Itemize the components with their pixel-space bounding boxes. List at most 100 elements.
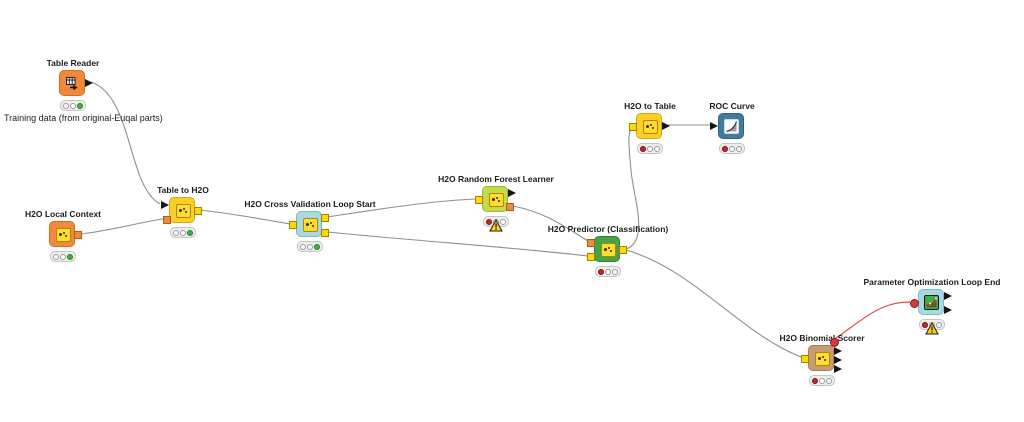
node-label: H2O Predictor (Classification): [547, 224, 669, 234]
node-table-reader[interactable]: Table Reader: [47, 58, 99, 111]
traffic-red: [812, 377, 818, 384]
workflow-annotation[interactable]: Training data (from original-Euqal parts…: [4, 113, 163, 123]
traffic-yellow: [605, 268, 611, 275]
status-traffic-light: [809, 375, 835, 386]
wire-local-context-to-table-to-h2o[interactable]: [80, 218, 164, 235]
traffic-green: [67, 253, 73, 260]
h2o-logo-icon: [303, 218, 318, 232]
traffic-green: [736, 145, 742, 152]
h2o-logo-icon: [176, 204, 191, 218]
node-table-to-h2o[interactable]: Table to H2O: [157, 185, 209, 238]
wire-binomial-scorer-to-loop-end[interactable]: [832, 301, 911, 341]
h2o-logo-icon: [601, 243, 616, 257]
port-output-all-parameters[interactable]: [944, 306, 952, 314]
status-traffic-light: [637, 143, 663, 154]
traffic-yellow: [647, 145, 653, 152]
roc-curve-icon: [724, 119, 739, 134]
h2o-logo-icon: [643, 120, 658, 134]
wire-table-reader-to-table-to-h2o[interactable]: [90, 81, 161, 205]
port-input-h2o-context[interactable]: [163, 216, 171, 224]
traffic-green: [654, 145, 660, 152]
port-output-data[interactable]: [85, 79, 93, 87]
status-traffic-light: [170, 227, 196, 238]
traffic-yellow: [180, 229, 186, 236]
status-traffic-light: [595, 266, 621, 277]
port-input-h2o-frame[interactable]: [587, 253, 595, 261]
table-export-icon: [66, 77, 78, 91]
traffic-green: [936, 321, 942, 328]
port-input-data[interactable]: [710, 122, 718, 130]
port-input-data[interactable]: [161, 201, 169, 209]
wire-predictor-to-binomial-scorer[interactable]: [625, 249, 802, 358]
port-input-flow-variable[interactable]: [910, 299, 919, 308]
port-input-h2o-frame[interactable]: [289, 221, 297, 229]
port-output-h2o-model[interactable]: [506, 203, 514, 211]
node-label: Table to H2O: [157, 185, 209, 195]
node-label: H2O Cross Validation Loop Start: [244, 199, 376, 209]
status-traffic-light: [297, 241, 323, 252]
port-output-data-2[interactable]: [834, 356, 842, 364]
node-h2o-cross-validation-loop-start[interactable]: H2O Cross Validation Loop Start: [244, 199, 376, 252]
port-output-data[interactable]: [662, 122, 670, 130]
traffic-green: [314, 243, 320, 250]
node-label: H2O to Table: [624, 101, 676, 111]
traffic-red: [598, 268, 604, 275]
wire-cross-validation-to-forest-learner[interactable]: [326, 198, 477, 218]
wire-forest-learner-to-predictor[interactable]: [512, 205, 589, 242]
status-traffic-light: [50, 251, 76, 262]
status-traffic-light: [719, 143, 745, 154]
port-output-h2o-context[interactable]: [74, 231, 82, 239]
port-output-test-frame[interactable]: [321, 229, 329, 237]
traffic-green: [187, 229, 193, 236]
port-output-data-3[interactable]: [834, 365, 842, 373]
port-input-h2o-frame[interactable]: [629, 123, 637, 131]
h2o-logo-icon: [815, 352, 830, 366]
wire-predictor-to-h2o-to-table[interactable]: [625, 126, 640, 250]
traffic-yellow: [60, 253, 66, 260]
optimization-chart-icon: [924, 295, 939, 310]
traffic-yellow: [70, 102, 76, 109]
traffic-green: [500, 218, 506, 225]
warning-icon: [925, 322, 939, 335]
port-input-h2o-frame[interactable]: [475, 196, 483, 204]
node-h2o-predictor-classification[interactable]: H2O Predictor (Classification): [548, 224, 668, 277]
traffic-green: [612, 268, 618, 275]
node-label: H2O Random Forest Learner: [438, 174, 554, 184]
port-output-train-frame[interactable]: [321, 214, 329, 222]
traffic-yellow: [307, 243, 313, 250]
node-label: ROC Curve: [709, 101, 755, 111]
node-h2o-local-context[interactable]: H2O Local Context: [25, 209, 101, 262]
node-h2o-to-table[interactable]: H2O to Table: [624, 101, 676, 154]
traffic-red: [53, 253, 59, 260]
node-label: Table Reader: [46, 58, 100, 68]
traffic-red: [63, 102, 69, 109]
traffic-yellow: [729, 145, 735, 152]
node-label: H2O Local Context: [24, 209, 102, 219]
port-output-h2o-frame[interactable]: [619, 246, 627, 254]
traffic-green: [826, 377, 832, 384]
port-output-h2o-frame[interactable]: [194, 207, 202, 215]
port-output-flow-variable[interactable]: [830, 338, 839, 347]
port-input-h2o-model[interactable]: [587, 239, 595, 247]
port-output-data-1[interactable]: [834, 347, 842, 355]
traffic-yellow: [819, 377, 825, 384]
node-h2o-binomial-scorer[interactable]: H2O Binomial Scorer: [779, 333, 865, 386]
port-input-h2o-frame[interactable]: [801, 355, 809, 363]
traffic-red: [722, 145, 728, 152]
node-h2o-random-forest-learner[interactable]: H2O Random Forest Learner: [438, 174, 554, 232]
h2o-logo-icon: [56, 228, 71, 242]
node-label: Parameter Optimization Loop End: [863, 277, 1001, 287]
node-parameter-optimization-loop-end[interactable]: Parameter Optimization Loop End: [864, 277, 1000, 335]
traffic-red: [922, 321, 928, 328]
traffic-red: [173, 229, 179, 236]
port-output-data[interactable]: [508, 189, 516, 197]
node-roc-curve[interactable]: ROC Curve: [709, 101, 755, 154]
node-label: H2O Binomial Scorer: [779, 333, 865, 343]
h2o-logo-icon: [489, 193, 504, 207]
wire-cross-validation-to-predictor[interactable]: [326, 231, 589, 257]
wire-table-to-h2o-to-cross-validation[interactable]: [199, 209, 291, 225]
port-output-best-parameters[interactable]: [944, 292, 952, 300]
traffic-red: [300, 243, 306, 250]
